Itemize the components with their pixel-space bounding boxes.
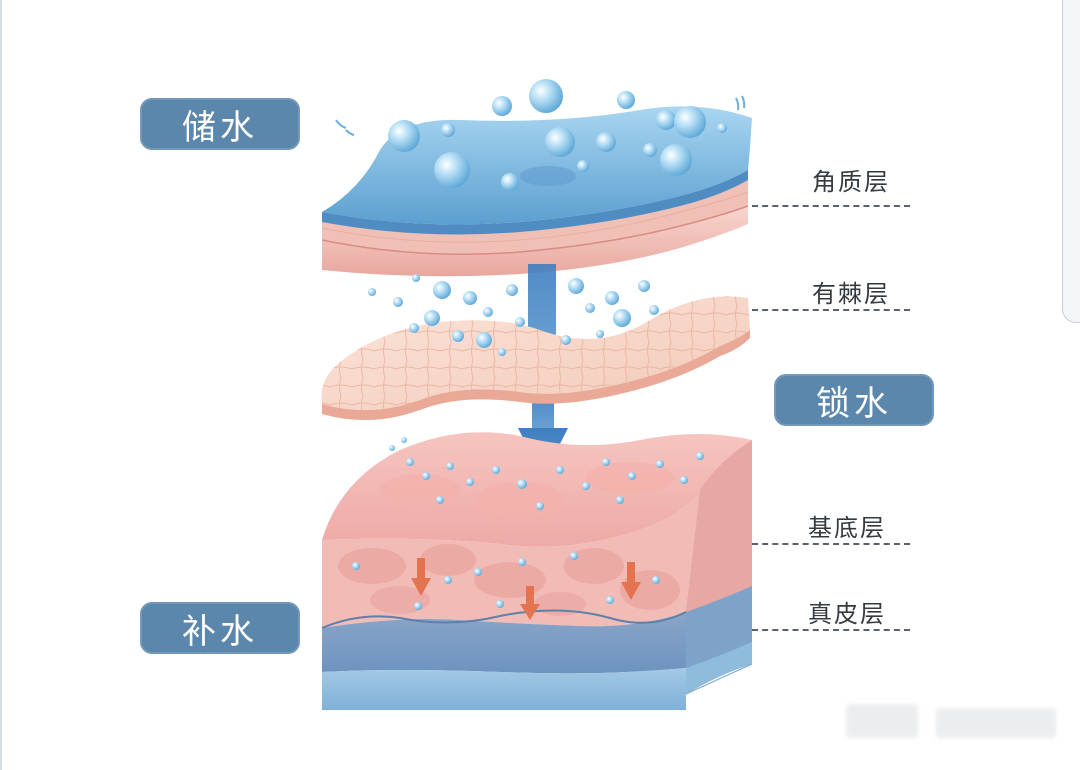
stratum-corneum-leader <box>752 205 910 207</box>
basal-leader <box>752 543 910 545</box>
blurred-watermark <box>936 708 1056 738</box>
blurred-watermark <box>846 704 918 738</box>
stratum-corneum-label: 角质层 <box>812 168 890 196</box>
water-droplets-bottom <box>352 437 704 610</box>
stratum-corneum-layer <box>321 106 752 277</box>
replenish-water-badge: 补水 <box>140 602 300 654</box>
dermis-leader <box>752 629 910 631</box>
lock-water-badge: 锁水 <box>774 374 934 426</box>
water-droplets-middle <box>368 274 659 356</box>
water-droplets-top <box>335 79 746 191</box>
window-edge <box>0 0 2 770</box>
spinous-leader <box>752 309 910 311</box>
spinous-label: 有棘层 <box>812 280 890 308</box>
dermis-label: 真皮层 <box>808 600 886 628</box>
absorption-arrows <box>411 558 641 620</box>
basal-label: 基底层 <box>808 514 886 542</box>
store-water-badge: 储水 <box>140 98 300 150</box>
skin-block <box>321 432 753 710</box>
